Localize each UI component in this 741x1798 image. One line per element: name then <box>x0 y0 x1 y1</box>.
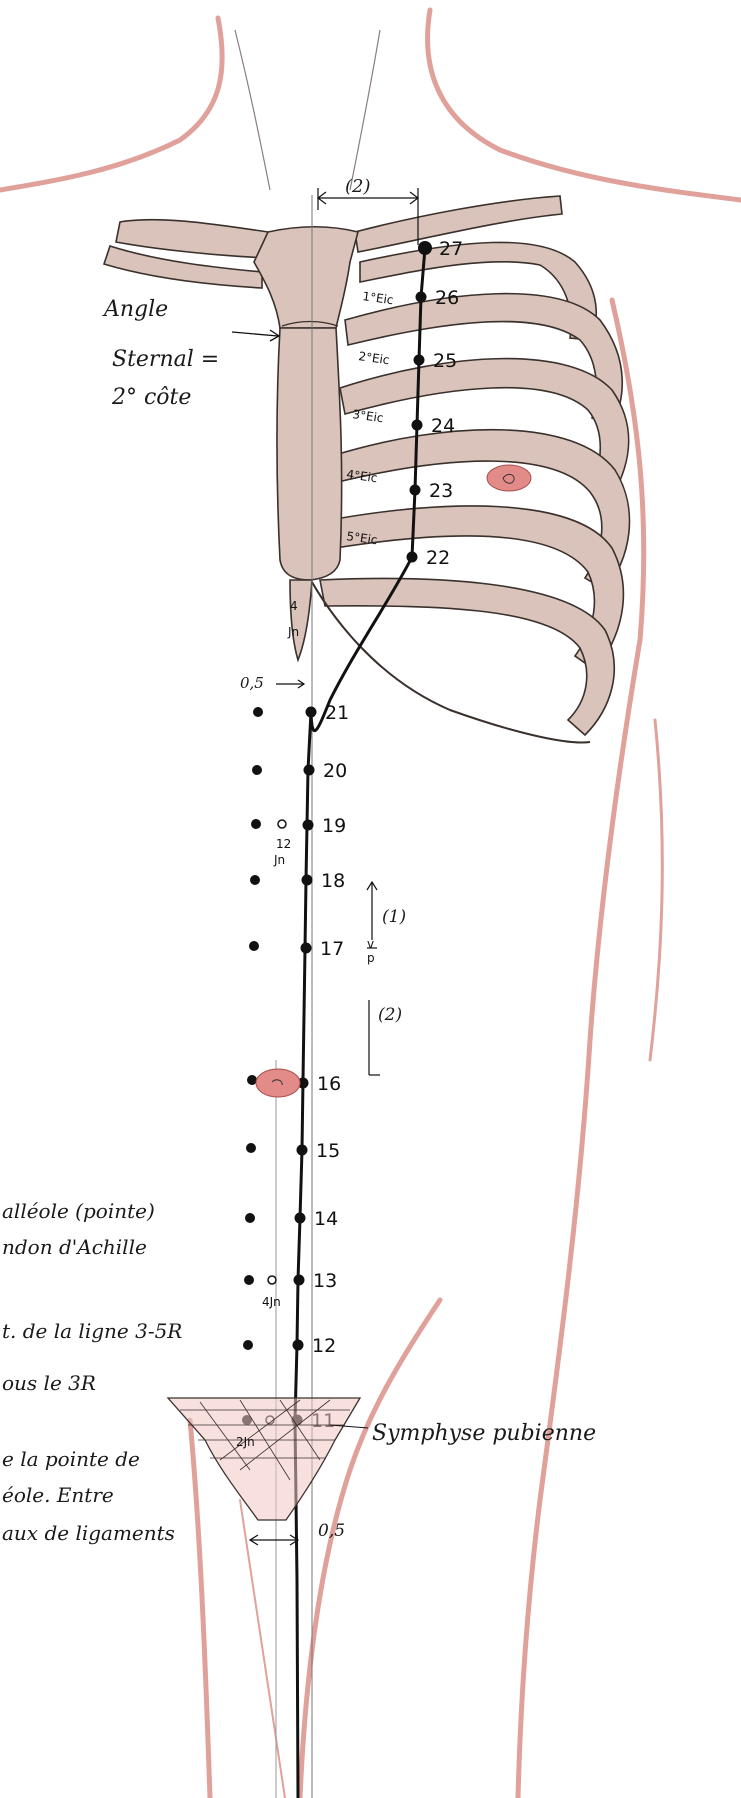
label-4-top: 4 <box>290 599 298 613</box>
point-label-15: 15 <box>316 1140 340 1162</box>
groin-left-outline <box>190 1420 210 1798</box>
midline-dots <box>242 707 286 1425</box>
sternal-angle-annotation: Angle Sternal = 2° côte <box>102 297 279 410</box>
sternum-manubrium <box>254 227 358 328</box>
svg-text:aux de ligaments: aux de ligaments <box>2 1521 175 1545</box>
svg-text:éole. Entre: éole. Entre <box>2 1483 114 1507</box>
point-14 <box>295 1213 306 1224</box>
highlight-23 <box>487 465 531 491</box>
thigh-inner-outline <box>240 1500 285 1798</box>
point-label-20: 20 <box>323 760 347 782</box>
svg-text:t. de la ligne 3-5R: t. de la ligne 3-5R <box>2 1319 182 1343</box>
point-label-16: 16 <box>317 1073 341 1095</box>
point-19 <box>303 820 314 831</box>
point-26 <box>416 292 427 303</box>
groin-right-outline <box>300 1300 440 1798</box>
label-v: v <box>367 937 374 951</box>
torso-right-inner <box>650 720 662 1060</box>
symphyse-label: Symphyse pubienne <box>372 1421 596 1446</box>
angle-label-1: Angle <box>102 297 168 322</box>
xiphoid <box>290 580 312 660</box>
point-label-25: 25 <box>433 350 457 372</box>
measure-1-label: (1) <box>382 907 406 927</box>
point-label-18: 18 <box>321 870 345 892</box>
intercostal-label-4: 4°Eic <box>346 467 379 485</box>
label-2jn: 2Jn <box>236 1435 255 1449</box>
torso-right-outline <box>518 640 640 1798</box>
neck-right-outline <box>428 10 741 200</box>
intercostal-label-3: 3°Eic <box>352 407 385 425</box>
intercostal-label-2: 2°Eic <box>358 349 391 367</box>
point-label-13: 13 <box>313 1270 337 1292</box>
point-label-27: 27 <box>439 238 463 260</box>
point-label-22: 22 <box>426 547 450 569</box>
angle-label-2: Sternal = <box>112 347 219 372</box>
svg-text:ous le 3R: ous le 3R <box>2 1371 96 1395</box>
point-label-24: 24 <box>431 415 455 437</box>
measure-05-top-label: 0,5 <box>240 674 264 692</box>
point-label-17: 17 <box>320 938 344 960</box>
highlight-16 <box>256 1069 300 1097</box>
label-p: p <box>367 951 375 965</box>
point-label-12: 12 <box>312 1335 336 1357</box>
point-22 <box>407 552 418 563</box>
left-notes: alléole (pointe) ndon d'Achille t. de la… <box>2 1199 182 1545</box>
measure-05-top <box>276 680 304 688</box>
point-12 <box>293 1340 304 1351</box>
point-label-26: 26 <box>435 287 459 309</box>
point-label-14: 14 <box>314 1208 338 1230</box>
point-24 <box>412 420 423 431</box>
measure-top-label: (2) <box>345 176 371 197</box>
measure-bottom <box>250 1535 298 1545</box>
point-27 <box>418 241 432 255</box>
point-label-21: 21 <box>325 702 349 724</box>
rib-right-6 <box>320 578 614 735</box>
point-17 <box>301 943 312 954</box>
point-label-23: 23 <box>429 480 453 502</box>
measure-17-16 <box>367 882 380 1075</box>
point-13 <box>294 1275 305 1286</box>
neck-left-outline <box>0 18 222 190</box>
measure-2-label: (2) <box>378 1005 402 1025</box>
point-18 <box>302 875 313 886</box>
svg-text:e la pointe de: e la pointe de <box>2 1447 140 1471</box>
sternum-body <box>277 328 342 580</box>
svg-text:ndon d'Achille: ndon d'Achille <box>2 1235 147 1259</box>
label-4jn: 4Jn <box>262 1295 281 1309</box>
intercostal-label-1: 1°Eic <box>362 289 395 307</box>
point-23 <box>410 485 421 496</box>
neck-lines <box>235 30 380 190</box>
point-20 <box>304 765 315 776</box>
point-25 <box>414 355 425 366</box>
point-label-19: 19 <box>322 815 346 837</box>
clavicle-left <box>116 220 270 258</box>
label-12-jn: Jn <box>273 853 285 867</box>
point-15 <box>297 1145 308 1156</box>
angle-label-3: 2° côte <box>111 385 191 410</box>
label-12: 12 <box>276 837 291 851</box>
svg-text:alléole (pointe): alléole (pointe) <box>2 1199 155 1223</box>
label-jn-top: Jn <box>287 625 299 639</box>
measure-05-bottom-label: 0,5 <box>318 1521 345 1541</box>
point-21 <box>306 707 317 718</box>
